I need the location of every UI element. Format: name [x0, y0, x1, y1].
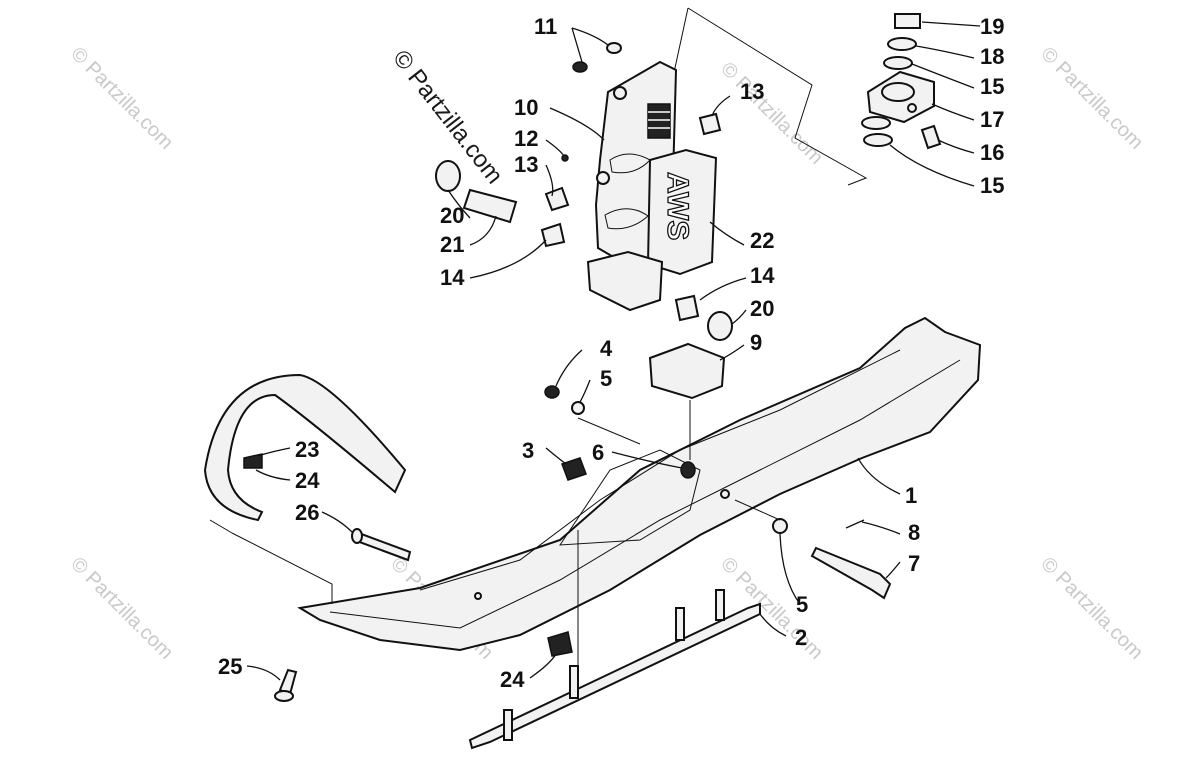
callout-label: 22 — [750, 228, 774, 253]
spindle-bracket-hole — [613, 86, 627, 100]
wear-bar-stud — [569, 665, 579, 699]
callout-label: 8 — [908, 520, 920, 545]
callout-label: 14 — [440, 265, 465, 290]
callout-label: 7 — [908, 551, 920, 576]
spacer — [680, 461, 696, 479]
spindle-assembly: AWS — [435, 7, 942, 341]
callout-label: 21 — [440, 232, 464, 257]
callout-label: 14 — [750, 263, 775, 288]
snap-ring — [887, 37, 917, 51]
ski-mount-hole — [720, 489, 730, 499]
tube-spacer — [462, 188, 518, 224]
assembly-outline — [209, 519, 233, 534]
spindle-base — [586, 250, 664, 312]
bolt — [920, 124, 942, 150]
bushing-cap — [435, 160, 461, 192]
callout-label: 4 — [600, 336, 613, 361]
washer — [571, 401, 585, 415]
wear-bar-stud — [715, 589, 725, 621]
nut — [547, 631, 573, 657]
callout-label: 5 — [796, 592, 808, 617]
leader-lines — [246, 21, 981, 681]
callout-label: 9 — [750, 330, 762, 355]
bushing — [698, 112, 722, 136]
callout-label: 24 — [500, 667, 525, 692]
ski-assembly — [203, 316, 982, 750]
callout-label: 13 — [740, 79, 764, 104]
grease-fitting — [561, 154, 569, 162]
watermark-tile: © Partzilla.com — [1036, 553, 1147, 664]
callout-label: 12 — [514, 126, 538, 151]
wear-bar-stud — [503, 709, 513, 741]
nut — [561, 457, 587, 481]
washer — [606, 42, 622, 54]
watermark-tile: © Partzilla.com — [716, 58, 827, 169]
centerline — [734, 499, 781, 521]
wave-washer — [863, 133, 893, 147]
wear-bar-stud — [675, 607, 685, 641]
spindle-bracket-hole — [596, 171, 610, 185]
decal-text: AWS — [661, 172, 694, 240]
callout-label: 23 — [295, 437, 319, 462]
ski-mount-hole — [474, 592, 482, 600]
bushing — [544, 186, 570, 212]
callout-label: 20 — [750, 296, 774, 321]
clamp-bore — [881, 82, 915, 102]
callout-label: 2 — [795, 625, 807, 650]
ski-rib — [329, 359, 961, 629]
assembly-outline — [231, 532, 333, 604]
callout-label: 26 — [295, 500, 319, 525]
callout-label: 6 — [592, 440, 604, 465]
callout-label: 17 — [980, 107, 1004, 132]
callout-label: 3 — [522, 438, 534, 463]
wave-washer — [861, 116, 891, 130]
callout-label: 20 — [440, 203, 464, 228]
ski-loop-handle — [203, 373, 407, 522]
nut — [572, 61, 588, 73]
watermark-tile: © Partzilla.com — [66, 43, 177, 154]
wave-washer — [883, 56, 913, 70]
callout-label: 19 — [980, 14, 1004, 39]
nut — [243, 453, 263, 469]
threaded-post — [647, 103, 671, 139]
bushing — [674, 294, 700, 322]
screw-head — [274, 690, 294, 702]
callout-label: 25 — [218, 654, 242, 679]
bushing — [540, 222, 566, 248]
watermark-tile: © Partzilla.com — [1036, 43, 1147, 154]
callout-label: 1 — [905, 483, 917, 508]
ski-rib — [419, 349, 901, 591]
callout-label: 24 — [295, 468, 320, 493]
callout-label: 16 — [980, 140, 1004, 165]
cap — [894, 13, 921, 29]
watermark-tile: © Partzilla.com — [66, 553, 177, 664]
washer — [772, 518, 788, 534]
assembly-outline — [687, 7, 868, 186]
bolt — [810, 546, 892, 600]
callout-label: 15 — [980, 173, 1004, 198]
bolt-head — [351, 528, 363, 544]
callout-label: 13 — [514, 152, 538, 177]
callout-label: 10 — [514, 95, 538, 120]
callout-label: 15 — [980, 74, 1004, 99]
cotter-pin — [845, 519, 865, 529]
ski — [297, 316, 982, 652]
ski-saddle — [559, 449, 701, 546]
nut — [544, 385, 560, 399]
watermark-tile: © Partzilla.com — [716, 553, 827, 664]
bushing-cap — [707, 311, 733, 341]
centerline — [577, 417, 641, 445]
callout-label: 5 — [600, 366, 612, 391]
saddle-pad — [648, 342, 726, 400]
callout-label: 18 — [980, 44, 1004, 69]
callout-label: 11 — [534, 14, 557, 39]
clamp-hole — [907, 103, 917, 113]
callout-labels: 1 2 3 4 5 5 6 7 8 9 10 11 12 13 13 14 14… — [218, 14, 1004, 692]
